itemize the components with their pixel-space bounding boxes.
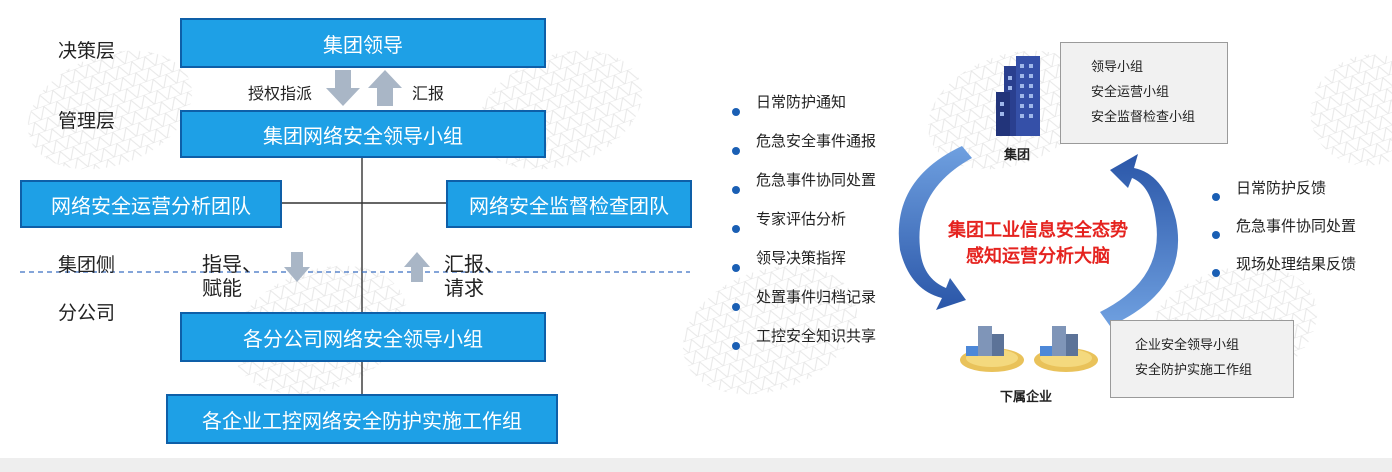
subsidiary-item: 安全防护实施工作组 (1135, 363, 1253, 378)
center-title: 集团工业信息安全态势 感知运营分析大脑 (938, 218, 1138, 270)
list-item: 日常防护通知 (730, 92, 876, 131)
list-item: 危急事件协同处置 (730, 170, 876, 209)
group-leader-box: 集团领导 (180, 18, 546, 68)
down-arrow-icon (326, 70, 360, 106)
report-label-line2: 请求 (444, 276, 484, 300)
report-request-label: 汇报、 请求 (444, 252, 504, 300)
down-action-list: 日常防护通知 危急安全事件通报 危急事件协同处置 专家评估分析 领导决策指挥 处… (730, 92, 876, 365)
up-arrow-icon (368, 70, 402, 106)
layer-label-group-side: 集团侧 (58, 254, 116, 276)
group-item: 安全监督检查小组 (1091, 110, 1196, 125)
authorize-label: 授权指派 (248, 84, 313, 103)
group-caption: 集团 (1004, 148, 1031, 163)
subsidiary-node-box: 企业安全领导小组 安全防护实施工作组 (1110, 320, 1294, 398)
bottom-strip (0, 458, 1392, 472)
up-feedback-list: 日常防护反馈 危急事件协同处置 现场处理结果反馈 (1210, 178, 1356, 292)
supervision-team-box: 网络安全监督检查团队 (446, 180, 692, 228)
subsidiary-item: 企业安全领导小组 (1135, 338, 1240, 353)
layer-label-decision: 决策层 (58, 40, 116, 62)
subsidiary-caption: 下属企业 (1000, 390, 1053, 405)
guide-label: 指导、 赋能 (202, 252, 262, 300)
list-item: 危急事件协同处置 (1210, 216, 1356, 254)
ops-analysis-team-box: 网络安全运营分析团队 (20, 180, 282, 228)
guide-label-line2: 赋能 (202, 276, 242, 300)
list-item: 日常防护反馈 (1210, 178, 1356, 216)
factory-site-icon (960, 326, 1098, 372)
group-item: 领导小组 (1091, 60, 1144, 75)
guide-down-arrow-icon (284, 252, 310, 282)
branch-leader-team-box: 各分公司网络安全领导小组 (180, 312, 546, 362)
group-node-box: 领导小组 安全运营小组 安全监督检查小组 (1060, 42, 1228, 144)
group-security-leader-team-box: 集团网络安全领导小组 (180, 110, 546, 158)
cycle-arrows (898, 146, 1179, 326)
list-item: 工控安全知识共享 (730, 326, 876, 365)
report-label-line1: 汇报、 (444, 252, 504, 276)
center-title-line2: 感知运营分析大脑 (966, 246, 1110, 267)
center-title-line1: 集团工业信息安全态势 (948, 220, 1128, 241)
group-item: 安全运营小组 (1091, 85, 1170, 100)
list-item: 现场处理结果反馈 (1210, 254, 1356, 292)
enterprise-work-group-box: 各企业工控网络安全防护实施工作组 (166, 394, 558, 444)
layer-label-branch: 分公司 (58, 302, 116, 324)
list-item: 处置事件归档记录 (730, 287, 876, 326)
report-up-label: 汇报 (412, 84, 445, 103)
list-item: 领导决策指挥 (730, 248, 876, 287)
report-up-arrow-icon (404, 252, 430, 282)
layer-label-management: 管理层 (58, 110, 116, 132)
guide-label-line1: 指导、 (202, 252, 262, 276)
list-item: 专家评估分析 (730, 209, 876, 248)
office-building-icon (996, 56, 1040, 136)
list-item: 危急安全事件通报 (730, 131, 876, 170)
